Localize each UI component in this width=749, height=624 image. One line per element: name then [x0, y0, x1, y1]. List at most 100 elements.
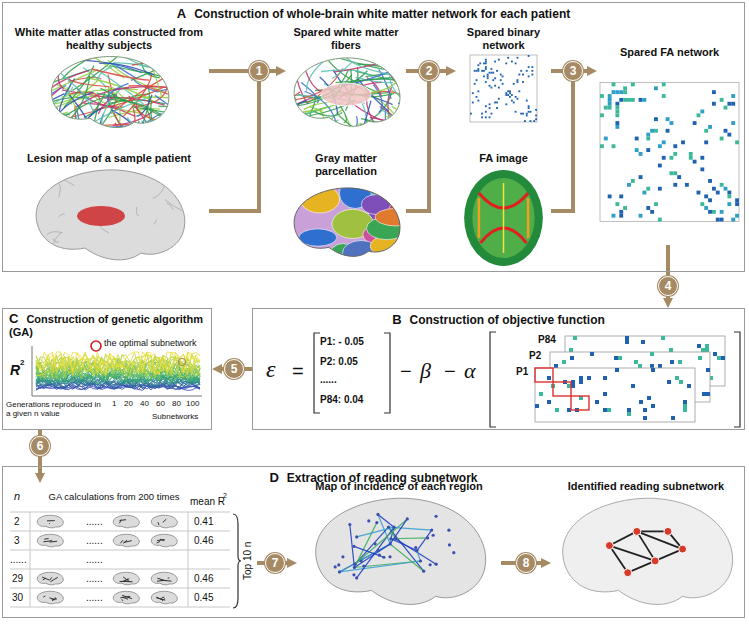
optimum-marker [91, 341, 101, 351]
matrix-cell [643, 408, 647, 412]
region-dot [338, 570, 341, 573]
text-label: 40 [140, 399, 149, 408]
text-label: 80 [172, 399, 181, 408]
fitness-trace [36, 354, 200, 376]
subnetwork-box [571, 396, 589, 410]
region-dot [430, 529, 433, 532]
thumbnail-edge [55, 597, 57, 599]
fiber-line [335, 130, 388, 138]
thumbnail-edge [49, 523, 51, 525]
matrix-cell [675, 376, 679, 380]
brain-outline [36, 170, 185, 260]
text-label: P1 [516, 366, 528, 378]
matrix-cell [642, 98, 646, 102]
fiber-line [48, 128, 106, 138]
matrix-cell [477, 68, 479, 70]
fiber-line [171, 87, 247, 99]
matrix-cell [487, 75, 489, 77]
connection-line [339, 561, 420, 572]
matrix-cell [700, 156, 704, 160]
table-rule [10, 569, 230, 570]
matrix-cell [472, 102, 474, 104]
gyrus-line [46, 232, 62, 235]
flow-arrow [536, 561, 542, 565]
panel-letter: C [9, 311, 18, 326]
fiber-line [321, 70, 373, 78]
matrix-cell [608, 94, 612, 98]
matrix-cell [658, 187, 662, 191]
matrix-cell [615, 113, 619, 117]
step-number: 4 [665, 280, 672, 292]
matrix-cell [607, 408, 611, 412]
brain-outline [151, 534, 177, 547]
matrix-cell [528, 55, 530, 57]
matrix-cell [658, 218, 662, 222]
fiber-line [339, 115, 378, 142]
panel-box: AConstruction of whole-brain white matte… [2, 2, 745, 272]
matrix-cell [520, 113, 522, 115]
matrix-cell [554, 364, 558, 368]
fiber-line [164, 75, 215, 104]
text-label: ...... [86, 554, 103, 566]
flow-arrow [583, 69, 588, 73]
text-label: 3 [14, 535, 20, 547]
gyrus-line [53, 239, 59, 243]
matrix-cell [530, 111, 532, 113]
matrix-cell [673, 144, 677, 148]
thumbnail-edge [42, 577, 50, 580]
subnetwork-box [553, 382, 571, 396]
matrix-cell [662, 156, 666, 160]
matrix-cell [505, 94, 507, 96]
fiber-line [306, 59, 327, 92]
matrix-cell [470, 113, 472, 115]
matrix-cell [492, 79, 494, 81]
fa-slice [464, 170, 543, 266]
brain-outline [151, 591, 177, 604]
matrix-cell [507, 94, 509, 96]
matrix-cell [623, 98, 627, 102]
step-number: 5 [231, 363, 238, 375]
matrix-cell [518, 90, 520, 92]
fiber-line [70, 95, 94, 129]
thumbnail-edge [157, 522, 159, 525]
matrix-cell [489, 103, 491, 105]
connection-line [416, 547, 421, 561]
region-dot [353, 566, 356, 569]
brain-outline [37, 515, 63, 528]
matrix-cell [498, 87, 500, 89]
thumbnail-edge [162, 597, 164, 599]
matrix-cell [713, 352, 717, 356]
matrix-cell [494, 102, 496, 104]
region-dot [341, 555, 344, 558]
table-rule [30, 512, 31, 607]
matrix-cell [526, 100, 528, 102]
fitness-trace [36, 352, 200, 375]
fiber-line [76, 108, 102, 152]
fiber-line [151, 101, 164, 140]
step-circle: 3 [563, 61, 583, 81]
thumbnail-edge [47, 520, 55, 521]
matrix-bracket [490, 332, 740, 427]
fiber-line [111, 129, 124, 150]
fiber-line [357, 124, 418, 134]
table-rule [10, 550, 230, 551]
matrix-cell [643, 416, 647, 420]
image-block: FA image [456, 151, 551, 271]
matrix-cell [697, 344, 701, 348]
fiber-line [396, 125, 444, 132]
step-circle: 4 [658, 276, 678, 296]
matrix-cell [708, 125, 712, 129]
matrix-cell [562, 360, 566, 364]
thumbnail-edge [124, 541, 132, 543]
fiber-line [304, 119, 360, 140]
region-dot [414, 546, 417, 549]
matrix-cell [517, 81, 519, 83]
matrix-cell [511, 94, 513, 96]
text-label: P1: - 0.05 [320, 336, 364, 348]
matrix-cell [524, 120, 526, 122]
matrix-cell [627, 183, 631, 187]
matrix-cell [477, 90, 479, 92]
matrix-cell [579, 380, 583, 384]
gyrus-line [53, 233, 61, 245]
